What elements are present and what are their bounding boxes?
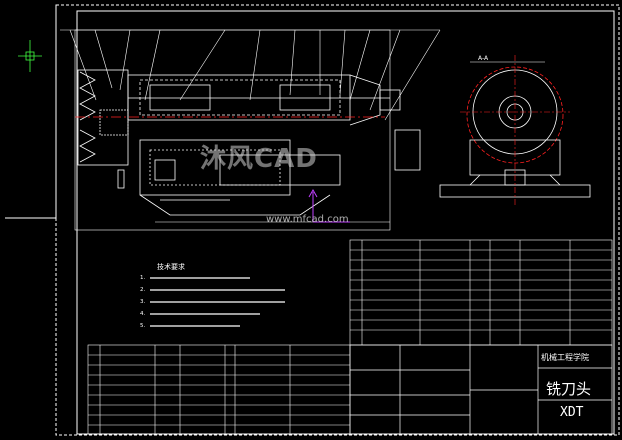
tech-note-5: 5. <box>140 323 146 329</box>
watermark-url: www.mfcad.com <box>266 214 349 225</box>
drawing-code: XDT <box>560 405 584 420</box>
title-block-organization: 机械工程学院 <box>541 353 589 362</box>
side-view-label: A-A <box>478 55 489 62</box>
drawing-title: 铣刀头 <box>546 380 592 398</box>
main-section-view[interactable] <box>77 69 421 216</box>
tech-note-2: 2. <box>140 287 146 293</box>
tech-note-3: 3. <box>140 299 146 305</box>
watermark-logo: 沐风CAD <box>200 144 318 174</box>
view-frame <box>74 29 391 231</box>
tech-notes-title: 技术要求 <box>157 263 185 271</box>
tech-notes-lines <box>150 277 285 327</box>
tech-note-1: 1. <box>140 275 146 281</box>
accent-arrow <box>308 188 350 223</box>
revision-table[interactable] <box>87 344 351 435</box>
tech-note-4: 4. <box>140 311 146 317</box>
parts-list-table[interactable] <box>349 239 613 346</box>
crosshair-cursor <box>18 40 42 72</box>
